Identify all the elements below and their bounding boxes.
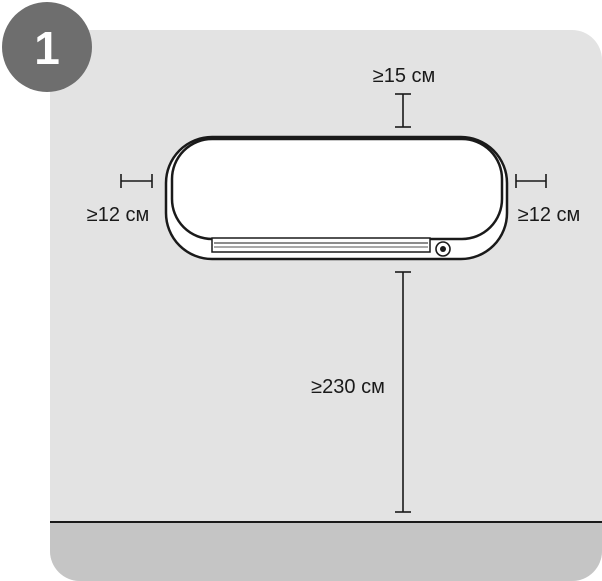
sensor-dot <box>440 246 446 252</box>
top-clearance-label: ≥15 см <box>373 65 436 87</box>
floor-clearance-label: ≥230 см <box>311 376 385 398</box>
top-clearance-marker: ≥15 см <box>373 65 436 128</box>
floor-area <box>50 522 602 581</box>
unit-front-cover <box>170 137 504 241</box>
air-outlet <box>211 237 431 253</box>
floor-clearance-marker: ≥230 см <box>311 271 411 513</box>
wall-background <box>50 30 602 581</box>
left-clearance-label: ≥12 см <box>87 204 150 226</box>
right-clearance-marker: ≥12 см <box>515 174 581 226</box>
step-number: 1 <box>34 22 60 74</box>
step-badge: 1 <box>2 2 92 92</box>
right-clearance-label: ≥12 см <box>518 204 581 226</box>
air-conditioner-indoor-unit-icon <box>164 135 509 261</box>
step-badge-icon <box>2 2 92 92</box>
left-clearance-marker: ≥12 см <box>87 174 153 226</box>
wall-panel <box>50 30 602 581</box>
